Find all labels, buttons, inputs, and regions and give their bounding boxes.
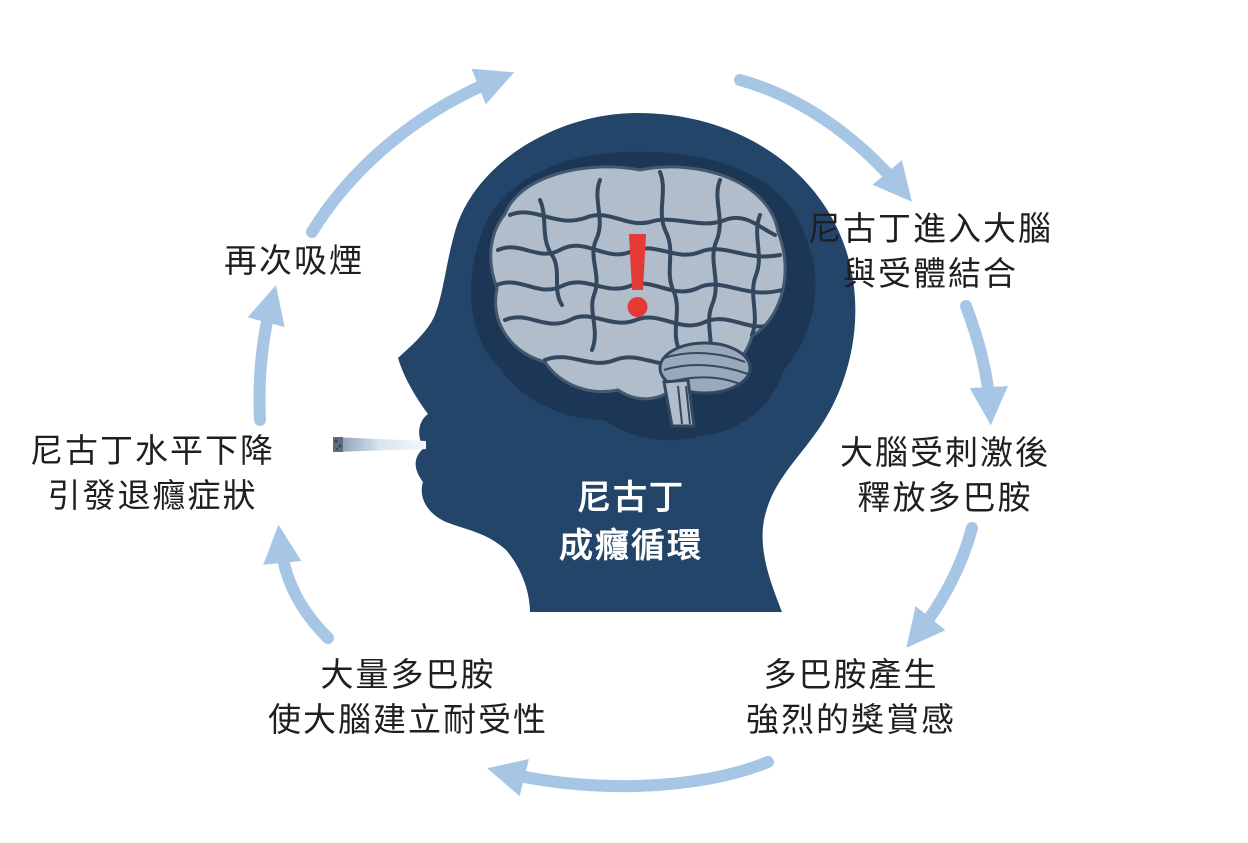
step-withdrawal: 尼古丁水平下降 引發退癮症狀 xyxy=(30,428,275,518)
step-dopamine-release: 大腦受刺激後 釋放多巴胺 xyxy=(840,430,1050,520)
cycle-arrows xyxy=(247,68,1008,797)
cycle-title-line: 尼古丁 xyxy=(577,478,685,518)
step-line: 尼古丁水平下降 xyxy=(30,431,275,470)
step-line: 與受體結合 xyxy=(843,254,1018,293)
cycle-title-line: 成癮循環 xyxy=(559,526,703,566)
step-line: 大腦受刺激後 xyxy=(840,433,1050,472)
step-line: 釋放多巴胺 xyxy=(857,478,1033,517)
exclamation-icon xyxy=(627,234,648,317)
step-reward: 多巴胺產生 強烈的獎賞感 xyxy=(746,652,956,742)
step-line: 尼古丁進入大腦 xyxy=(808,209,1053,248)
step-line: 引發退癮症狀 xyxy=(47,476,258,515)
cycle-arrow-icon-left-upper xyxy=(247,285,285,426)
step-line: 再次吸煙 xyxy=(224,241,364,280)
cycle-arrow-icon-bottom xyxy=(487,756,774,797)
cycle-arrow-icon-top-right xyxy=(734,74,912,202)
cycle-title: 尼古丁 成癮循環 xyxy=(520,474,742,570)
step-nicotine-enters-brain: 尼古丁進入大腦 與受體結合 xyxy=(808,206,1053,296)
cycle-arrow-icon-right-upper xyxy=(960,300,1008,426)
cycle-arrow-icon-top-left xyxy=(306,68,515,238)
cigarette-icon xyxy=(333,437,426,452)
step-line: 多巴胺產生 xyxy=(763,655,939,694)
step-line: 強烈的獎賞感 xyxy=(746,700,956,739)
step-tolerance: 大量多巴胺 使大腦建立耐受性 xyxy=(268,652,548,742)
cycle-arrow-icon-right-lower xyxy=(906,522,978,648)
step-smoke-again: 再次吸煙 xyxy=(224,238,364,283)
brain-icon xyxy=(489,165,787,428)
cycle-arrow-icon-left-lower xyxy=(263,524,334,644)
step-line: 使大腦建立耐受性 xyxy=(268,700,548,739)
step-line: 大量多巴胺 xyxy=(320,655,496,694)
